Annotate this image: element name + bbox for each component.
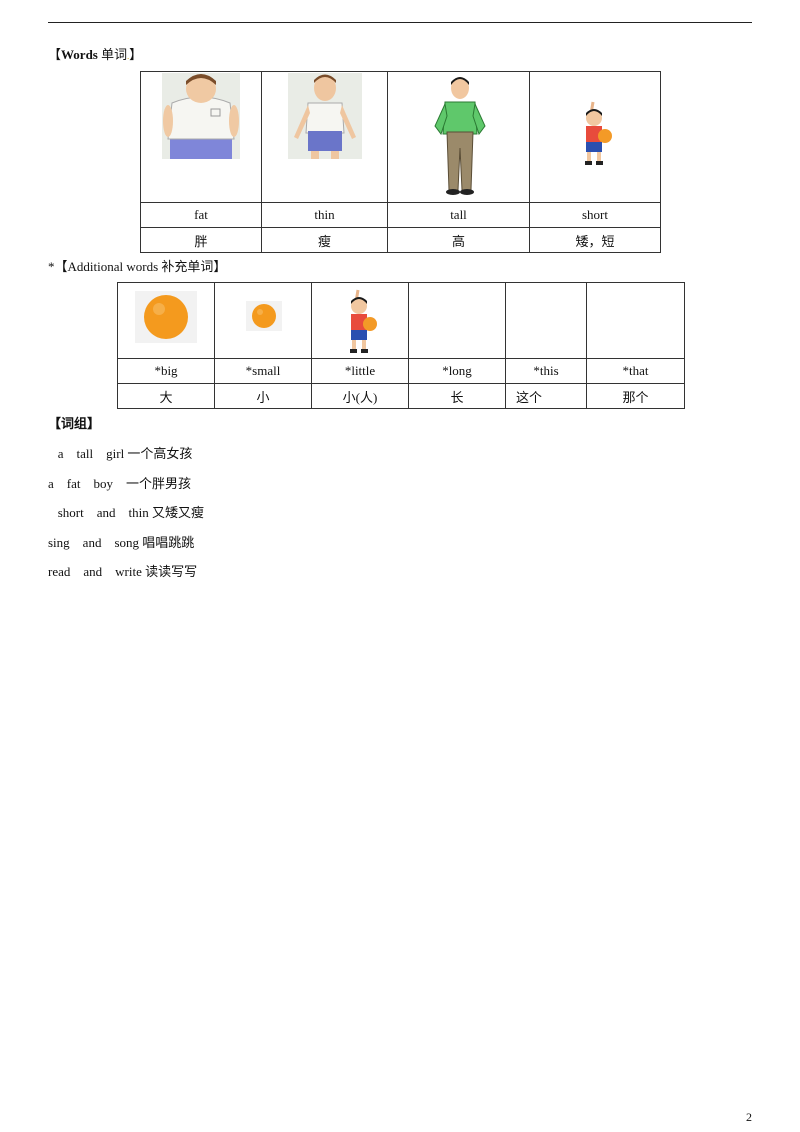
meaning-small: 小 [214, 383, 312, 409]
fat-cell [140, 71, 262, 203]
small-cell [214, 282, 312, 359]
phrase-item: sing and song 唱唱跳跳 [48, 535, 195, 550]
big-orange-icon [135, 291, 197, 343]
that-cell [586, 282, 685, 359]
meaning-thin: 瘦 [261, 227, 388, 253]
long-cell [408, 282, 506, 359]
page-number: 2 [746, 1110, 752, 1124]
thin-cell [261, 71, 388, 203]
words-table: fat thin tall short 胖 瘦 高 矮，短 [140, 71, 661, 253]
additional-image-row [117, 282, 685, 359]
additional-title: Additional words 补充单词 [67, 259, 214, 274]
fat-boy-icon [162, 73, 240, 159]
word-tall: tall [387, 202, 530, 228]
little-cell [311, 282, 409, 359]
word-big: *big [117, 358, 215, 384]
phrases-heading: 【词组】 [48, 416, 101, 431]
meaning-tall: 高 [387, 227, 530, 253]
thin-boy-icon [288, 73, 362, 159]
meaning-that: 那个 [586, 383, 685, 409]
word-fat: fat [140, 202, 262, 228]
meaning-short: 矮，短 [529, 227, 661, 253]
phrase-item: short and thin 又矮又瘦 [48, 505, 204, 520]
phrase-item: a fat boy 一个胖男孩 [48, 476, 191, 491]
bracket-close: 】 [129, 47, 143, 62]
additional-heading: *【Additional words 补充单词】 [48, 259, 227, 274]
big-cell [117, 282, 215, 359]
word-little: *little [311, 358, 409, 384]
short-boy-icon [585, 101, 612, 165]
little-boy-icon [350, 289, 377, 353]
word-short: short [529, 202, 661, 228]
tall-cell [387, 71, 530, 203]
words-title-zh: 单词 [101, 47, 128, 62]
word-long: *long [408, 358, 506, 384]
this-cell [505, 282, 587, 359]
words-word-row: fat thin tall short [140, 202, 661, 228]
small-orange-icon [246, 301, 282, 331]
words-image-row [140, 71, 661, 203]
phrase-item: a tall girl 一个高女孩 [48, 446, 193, 461]
words-meaning-row: 胖 瘦 高 矮，短 [140, 227, 661, 253]
phrase-item: read and write 读读写写 [48, 564, 198, 579]
short-cell [529, 71, 661, 203]
meaning-this: 这个 [505, 383, 587, 409]
bracket-open: 【 [48, 47, 62, 62]
meaning-little: 小(人) [311, 383, 409, 409]
top-rule [48, 22, 752, 23]
additional-table: *big *small *little *long *this *that 大 … [117, 282, 685, 409]
word-small: *small [214, 358, 312, 384]
word-this: *this [505, 358, 587, 384]
word-that: *that [586, 358, 685, 384]
additional-word-row: *big *small *little *long *this *that [117, 358, 685, 384]
words-heading: 【Words 单词.】 [48, 47, 143, 62]
word-thin: thin [261, 202, 388, 228]
additional-meaning-row: 大 小 小(人) 长 这个 那个 [117, 383, 685, 409]
meaning-big: 大 [117, 383, 215, 409]
meaning-long: 长 [408, 383, 506, 409]
tall-man-icon [434, 77, 486, 195]
words-title-en: Words [61, 47, 98, 62]
meaning-fat: 胖 [140, 227, 262, 253]
